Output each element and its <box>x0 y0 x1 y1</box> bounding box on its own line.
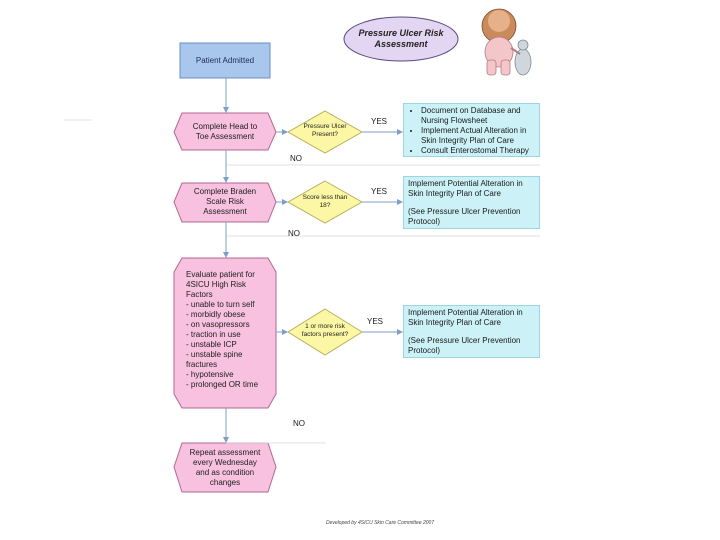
step-evaluate: Evaluate patient for 4SICU High Risk Fac… <box>186 270 259 389</box>
title-oval <box>343 16 459 62</box>
yes-label: YES <box>371 117 388 126</box>
start-box <box>179 42 271 79</box>
step-repeat: Repeat assessment every Wednesday and as… <box>189 448 261 487</box>
score-diamond <box>286 180 364 224</box>
decision-score: Score less than 18? <box>302 194 348 209</box>
risk-factors-diamond <box>287 308 363 356</box>
outcome-text: Implement Potential Alteration in Skin I… <box>408 179 523 198</box>
outcome-ulcer-actions: Document on Database and Nursing Flowshe… <box>403 103 540 157</box>
outcome-text: (See Pressure Ulcer Prevention Protocol) <box>408 336 521 355</box>
braden-hex <box>173 182 277 223</box>
yes-label: YES <box>367 317 384 326</box>
diagram-title: Pressure Ulcer Risk Assessment <box>358 28 444 49</box>
outcome-potential-1: Implement Potential Alteration in Skin I… <box>403 176 540 229</box>
outcome-text: Implement Potential Alteration in Skin I… <box>408 308 523 327</box>
outcome-item: Consult Enterostomal Therapy <box>421 146 535 156</box>
baby-with-teddy-icon <box>481 8 532 76</box>
head-to-toe-hex <box>173 112 277 151</box>
start-patient-admitted: Patient Admitted <box>195 55 255 65</box>
outcome-text: (See Pressure Ulcer Prevention Protocol) <box>408 207 521 226</box>
outcome-item: Implement Actual Alteration in Skin Inte… <box>421 126 535 146</box>
decision-ulcer-present: Pressure Ulcer Present? <box>303 123 347 138</box>
ulcer-present-diamond <box>286 110 364 154</box>
outcome-item: Document on Database and Nursing Flowshe… <box>421 106 535 126</box>
no-label: NO <box>290 154 302 163</box>
yes-label: YES <box>371 187 388 196</box>
step-braden: Complete Braden Scale Risk Assessment <box>193 187 257 216</box>
no-label: NO <box>293 419 305 428</box>
footer-credit: Developed by 4SICU Skin Care Committee 2… <box>326 520 435 526</box>
evaluate-hex <box>173 257 277 409</box>
no-label: NO <box>288 229 300 238</box>
decision-risk-factors: 1 or more risk factors present? <box>301 323 349 338</box>
step-head-to-toe: Complete Head to Toe Assessment <box>192 122 258 141</box>
outcome-potential-2: Implement Potential Alteration in Skin I… <box>403 305 540 358</box>
